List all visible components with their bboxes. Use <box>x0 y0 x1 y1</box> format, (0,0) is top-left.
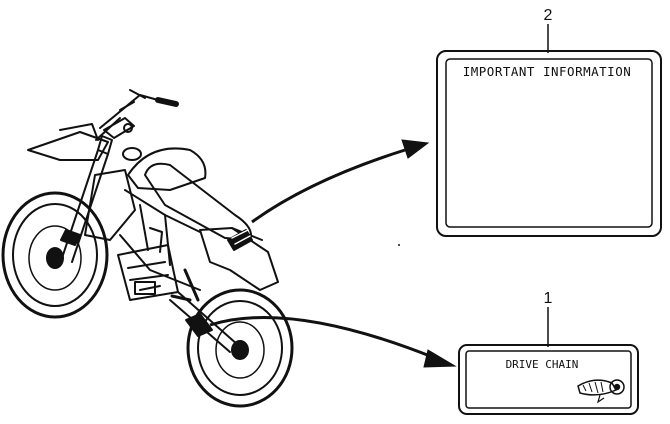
callout-number-1: 1 <box>544 290 553 307</box>
scan-speck <box>398 244 400 246</box>
callout-important-information: 2 IMPORTANT INFORMATION <box>436 7 662 237</box>
arrow-to-drive-chain <box>209 315 436 360</box>
motorcycle-illustration <box>1 89 294 408</box>
front-fork <box>60 135 113 263</box>
chain-sprocket-icon <box>577 379 625 404</box>
important-information-label-outer <box>436 50 662 237</box>
callout-number-2: 2 <box>544 7 553 24</box>
arrow-to-important-information <box>251 148 406 224</box>
frame <box>84 169 201 291</box>
handlebar <box>95 89 179 141</box>
engine <box>117 227 179 301</box>
leader-arrows <box>209 139 457 368</box>
drive-chain-label-text: DRIVE CHAIN <box>506 358 579 371</box>
rear-wheel <box>186 288 294 408</box>
front-wheel <box>1 191 109 319</box>
arrowhead-important-information <box>401 139 430 159</box>
arrowhead-drive-chain <box>423 349 457 368</box>
seat-label-marker <box>227 229 253 251</box>
important-information-label-text: IMPORTANT INFORMATION <box>463 64 632 79</box>
fuel-tank <box>122 147 207 191</box>
drive-chain-label-inner <box>465 350 632 409</box>
callout-drive-chain: 1 DRIVE CHAIN <box>458 290 639 415</box>
important-information-label-inner <box>445 58 653 228</box>
drive-chain-label-outer <box>458 344 639 415</box>
front-fender <box>27 123 109 161</box>
